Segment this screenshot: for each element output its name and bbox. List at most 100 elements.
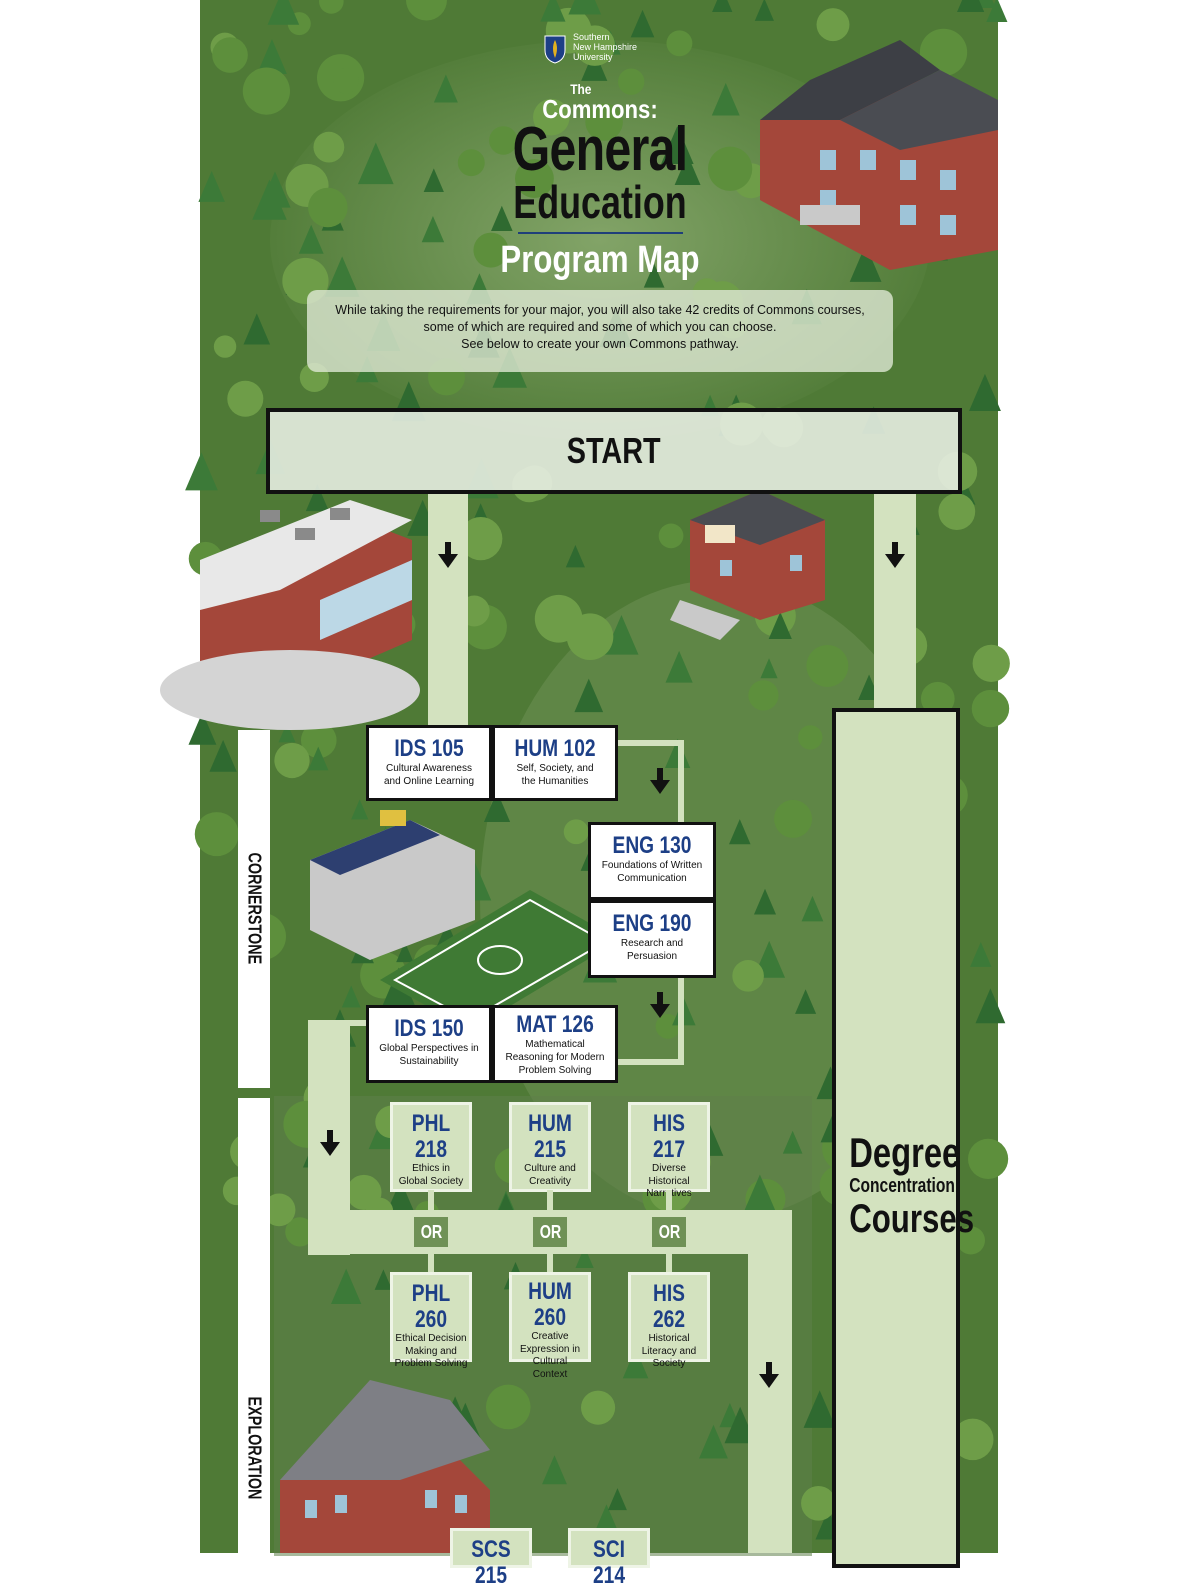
round-tree	[534, 594, 583, 643]
title-general: General	[512, 115, 688, 184]
title-program-map: Program Map	[500, 239, 700, 281]
cornerstone-band	[238, 730, 270, 1088]
course-ids-150[interactable]: IDS 150 Global Perspectives in Sustainab…	[366, 1005, 492, 1083]
round-tree	[798, 725, 823, 750]
course-eng-130[interactable]: ENG 130 Foundations of Written Communica…	[588, 822, 716, 900]
title-education: Education	[513, 176, 687, 228]
pine-tree	[267, 0, 300, 25]
round-tree	[457, 149, 485, 177]
pine-tree	[674, 154, 701, 186]
course-hum-102[interactable]: HUM 102 Self, Society, and the Humanitie…	[492, 725, 618, 801]
course-name: Creativity	[529, 1175, 571, 1187]
pine-tree	[188, 712, 217, 745]
intro-line: While taking the requirements for your m…	[335, 303, 865, 317]
dormitory-illustration	[280, 1380, 490, 1553]
course-name: Problem Solving	[518, 1065, 592, 1076]
pine-tree	[712, 0, 733, 12]
pine-tree	[257, 39, 287, 75]
program-map: Southern New Hampshire University The Co…	[160, 0, 1010, 1589]
pine-tree	[803, 1390, 836, 1428]
pine-tree	[801, 895, 824, 922]
course-name: Historical	[648, 1333, 690, 1344]
course-name: Mathematical	[525, 1039, 585, 1050]
course-name: Society	[652, 1358, 686, 1369]
pine-tree	[374, 1269, 393, 1290]
pine-tree	[593, 1504, 620, 1535]
pine-tree	[209, 739, 237, 772]
round-tree	[227, 380, 264, 417]
course-his-217[interactable]: HIS 217 Diverse Historical Narratives	[628, 1102, 710, 1199]
pine-tree	[729, 819, 751, 845]
course-phl-218[interactable]: PHL 218 Ethics in Global Society	[390, 1102, 472, 1192]
round-tree	[194, 812, 239, 857]
course-code: HIS 262	[652, 1280, 686, 1333]
course-hum-215[interactable]: HUM 215 Culture and Creativity	[509, 1102, 591, 1192]
pine-tree	[433, 74, 458, 103]
pine-tree	[243, 313, 271, 345]
page-title: The Commons: General Education Program M…	[460, 82, 740, 280]
course-name: Persuasion	[626, 951, 678, 962]
pine-tree	[699, 1424, 728, 1459]
start-banner: START	[266, 408, 962, 494]
round-tree	[938, 493, 976, 531]
path-right-down	[874, 490, 916, 708]
pine-tree	[423, 168, 444, 193]
intro-line: some of which are required and some of w…	[423, 320, 777, 334]
pine-tree	[711, 82, 740, 116]
round-tree	[707, 146, 753, 191]
round-tree	[489, 126, 518, 155]
pine-tree	[386, 1180, 415, 1214]
course-phl-260[interactable]: PHL 260 Ethical Decision Making and Prob…	[390, 1272, 472, 1369]
course-code: ENG 130	[612, 832, 692, 859]
pine-tree	[298, 224, 324, 254]
round-tree	[801, 1485, 836, 1521]
pine-tree	[542, 1455, 567, 1485]
round-tree	[920, 681, 955, 716]
pine-tree	[782, 1130, 803, 1154]
course-sci-214[interactable]: SCI 214	[568, 1528, 650, 1589]
course-code: HUM 260	[528, 1278, 572, 1331]
course-name: Global Perspectives in	[379, 1043, 479, 1054]
course-mat-126[interactable]: MAT 126 Mathematical Reasoning for Moder…	[492, 1005, 618, 1083]
pine-tree	[483, 791, 511, 823]
pine-tree	[622, 1348, 649, 1379]
pine-tree	[259, 171, 291, 208]
pine-tree	[568, 0, 602, 15]
pine-tree	[661, 125, 694, 164]
course-ids-105[interactable]: IDS 105 Cultural Awareness and Online Le…	[366, 725, 492, 801]
round-tree	[212, 37, 248, 73]
snhu-logo[interactable]: Southern New Hampshire University	[543, 32, 673, 68]
course-name: Self, Society, and	[516, 763, 594, 774]
round-tree	[816, 8, 850, 42]
round-tree	[967, 1138, 1009, 1179]
or-badge: OR	[411, 1214, 451, 1250]
course-name: Literacy and	[641, 1345, 697, 1357]
pine-tree	[351, 799, 369, 820]
or-badge: OR	[649, 1214, 689, 1250]
pine-tree	[575, 1246, 594, 1268]
shield-icon	[544, 35, 566, 64]
pine-tree	[540, 0, 566, 22]
course-code: HUM 102	[514, 735, 596, 762]
pine-tree	[742, 1174, 778, 1217]
course-hum-260[interactable]: HUM 260 Creative Expression in Cultural …	[509, 1272, 591, 1380]
round-tree	[473, 232, 509, 268]
course-name: Context	[532, 1368, 568, 1380]
course-name: and Online Learning	[383, 776, 475, 787]
course-name: Foundations of Written	[601, 860, 703, 871]
round-tree	[655, 1014, 681, 1039]
pine-tree	[396, 941, 414, 963]
course-eng-190[interactable]: ENG 190 Research and Persuasion	[588, 900, 716, 978]
pine-tree	[970, 941, 992, 967]
round-tree	[563, 819, 589, 845]
round-tree	[617, 68, 645, 95]
course-scs-215[interactable]: SCS 215	[450, 1528, 532, 1589]
round-tree	[585, 103, 623, 141]
course-name: Ethical Decision	[395, 1333, 467, 1344]
round-tree	[515, 159, 554, 198]
course-name: Diverse	[652, 1163, 686, 1174]
round-tree	[774, 799, 813, 838]
course-name: Global Society	[398, 1175, 464, 1187]
course-code: IDS 105	[394, 735, 464, 762]
course-his-262[interactable]: HIS 262 Historical Literacy and Society	[628, 1272, 710, 1369]
